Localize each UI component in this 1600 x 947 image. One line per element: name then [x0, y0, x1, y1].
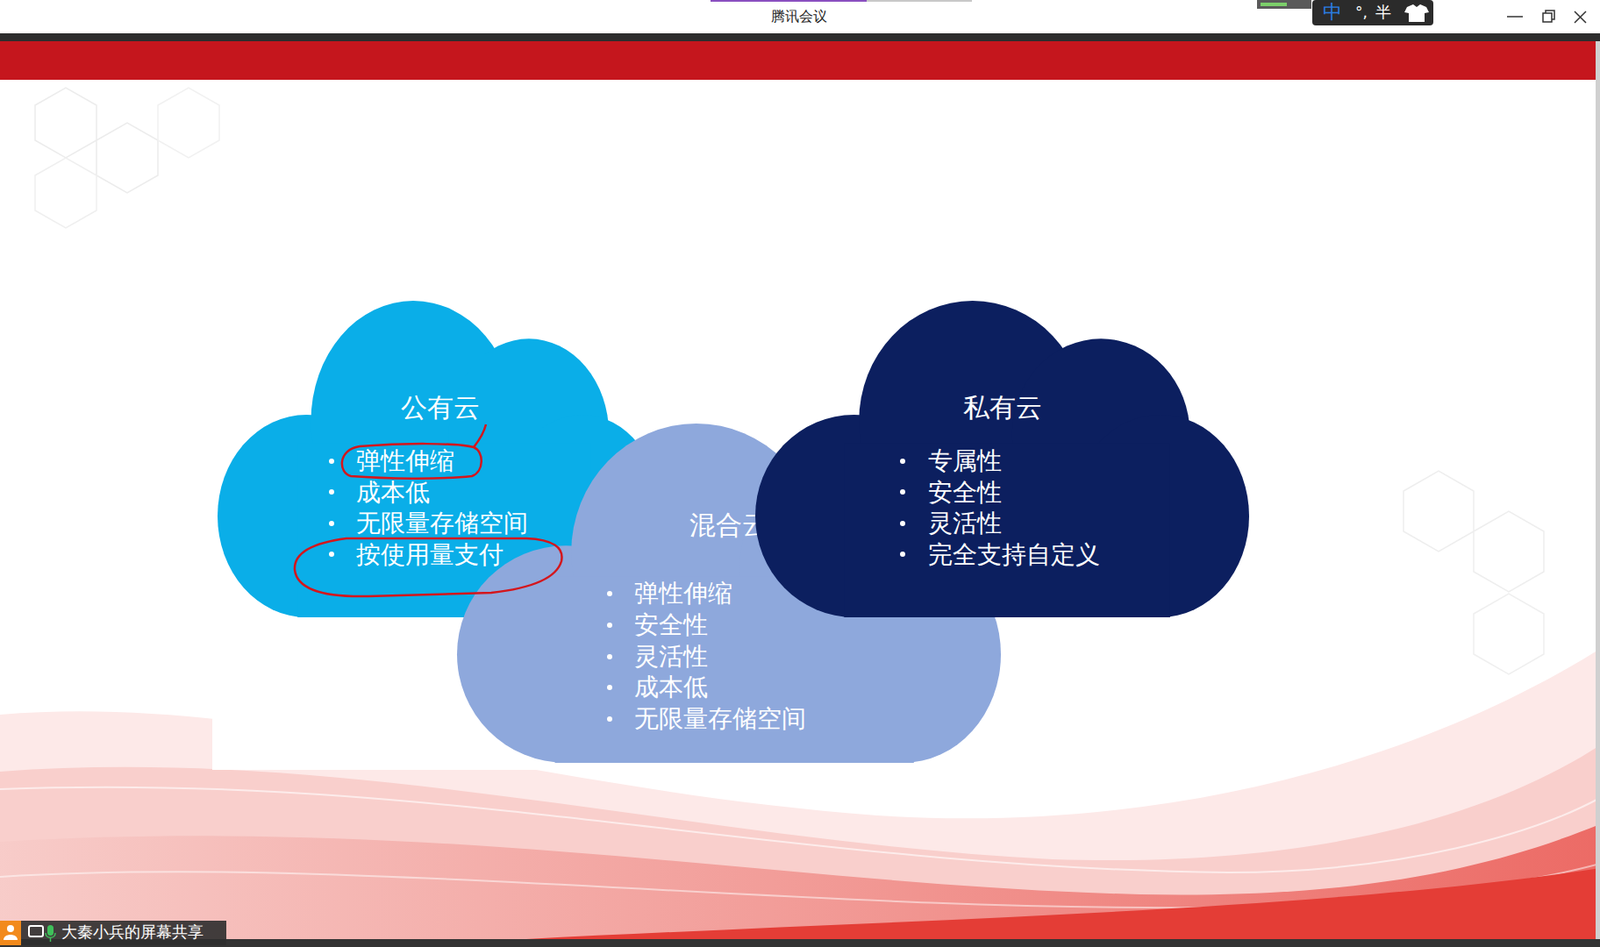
- cloud-body: [555, 576, 915, 764]
- bullet-dot: [328, 521, 335, 527]
- skin-icon: [1404, 4, 1429, 22]
- bullet-list: 弹性伸缩成本低无限量存储空间按使用量支付: [356, 445, 529, 571]
- restore-button: [1545, 10, 1555, 20]
- cloud-heading-wrap: 公有云: [217, 392, 663, 424]
- cloud-body: [843, 442, 1171, 618]
- level-meter: [1257, 0, 1312, 9]
- ime-punctuation: °,: [1355, 3, 1368, 22]
- bullet-item: 安全性: [634, 609, 807, 642]
- restore-button: [1542, 13, 1552, 22]
- screen-icon: [28, 926, 43, 937]
- user-icon: [3, 935, 18, 941]
- bullet-item: 灵活性: [634, 641, 807, 673]
- wave-streak: [0, 787, 1600, 873]
- user-icon: [7, 925, 15, 933]
- bullet-item: 弹性伸缩: [356, 445, 529, 478]
- level-meter: [1260, 2, 1287, 7]
- ime-toolbar: [1312, 0, 1434, 26]
- cloud-heading: 公有云: [217, 392, 663, 424]
- bullet-list: 弹性伸缩安全性灵活性成本低无限量存储空间: [634, 578, 807, 736]
- cloud-node: 私有云专属性安全性灵活性完全支持自定义: [755, 300, 1250, 618]
- bullet-item: 安全性: [928, 477, 1100, 509]
- bullet-item: 成本低: [356, 477, 529, 509]
- mic-icon: [47, 925, 54, 936]
- bullet-item: 灵活性: [928, 507, 1100, 540]
- hex-pattern: [35, 87, 97, 158]
- bullet-dot: [900, 521, 906, 527]
- slide-image-ground: [212, 300, 1179, 771]
- bullet-list: 专属性安全性灵活性完全支持自定义: [928, 445, 1100, 571]
- bullet-dot: [900, 458, 906, 465]
- cloud-heading-wrap: 私有云: [755, 392, 1250, 424]
- bottom-frame: [0, 939, 1600, 947]
- ime-width: 半: [1375, 2, 1392, 22]
- share-status-bar: [0, 921, 227, 946]
- mic-icon: [45, 933, 56, 943]
- tab-indicator: [866, 0, 972, 2]
- cloud-heading: 私有云: [755, 392, 1250, 424]
- share-status: 大秦小兵的屏幕共享: [61, 922, 204, 943]
- wave: [526, 868, 1600, 940]
- hex-pattern: [96, 122, 158, 193]
- wave: [0, 745, 1600, 940]
- bullet-item: 完全支持自定义: [928, 539, 1100, 572]
- title-bar: [0, 0, 1600, 34]
- ime-mode: 中: [1322, 0, 1343, 24]
- user-icon: [0, 921, 22, 946]
- tab-indicator: [710, 0, 867, 2]
- window-title: 腾讯会议: [771, 7, 828, 25]
- wave: [0, 824, 1600, 940]
- frame-edge: [1595, 41, 1600, 940]
- cloud-shape: [755, 300, 1250, 618]
- bullet-dot: [607, 654, 613, 660]
- bullet-item: 专属性: [928, 445, 1100, 478]
- frame-band: [0, 33, 1600, 42]
- bullet-item: 按使用量支付: [356, 539, 529, 572]
- bullet-item: 无限量存储空间: [634, 703, 807, 736]
- minimize-button: [1507, 15, 1523, 18]
- hex-pattern: [1473, 511, 1544, 593]
- hex-pattern: [35, 157, 97, 229]
- bullet-dot: [607, 622, 613, 629]
- bullet-dot: [328, 458, 335, 465]
- bullet-item: 成本低: [634, 671, 807, 704]
- hex-pattern: [1473, 593, 1544, 675]
- hex-pattern: [1403, 471, 1474, 552]
- close-button: [1574, 11, 1586, 23]
- bullet-item: 无限量存储空间: [356, 507, 529, 540]
- hex-pattern: [157, 87, 220, 158]
- slide-header-bar: [0, 41, 1600, 80]
- bullet-dot: [607, 591, 613, 597]
